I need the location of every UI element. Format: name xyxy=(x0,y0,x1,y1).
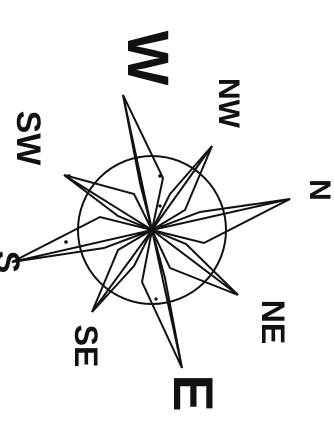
tick-dot xyxy=(158,204,161,207)
label-sw: SW xyxy=(9,111,47,167)
tick-dot xyxy=(64,240,68,244)
tick-dot xyxy=(158,174,162,178)
label-w: W xyxy=(115,31,180,86)
tick-dot xyxy=(154,297,157,300)
tick-dot xyxy=(67,174,71,178)
star-point-w-ridge xyxy=(123,95,152,230)
label-ne: NE xyxy=(255,300,291,344)
secondary-points xyxy=(64,146,238,312)
label-s: S xyxy=(0,251,26,274)
star-point-w xyxy=(123,95,163,230)
label-e: E xyxy=(162,374,225,411)
label-nw: NW xyxy=(212,78,245,129)
label-se: SE xyxy=(68,325,104,368)
label-n: N xyxy=(303,179,334,201)
